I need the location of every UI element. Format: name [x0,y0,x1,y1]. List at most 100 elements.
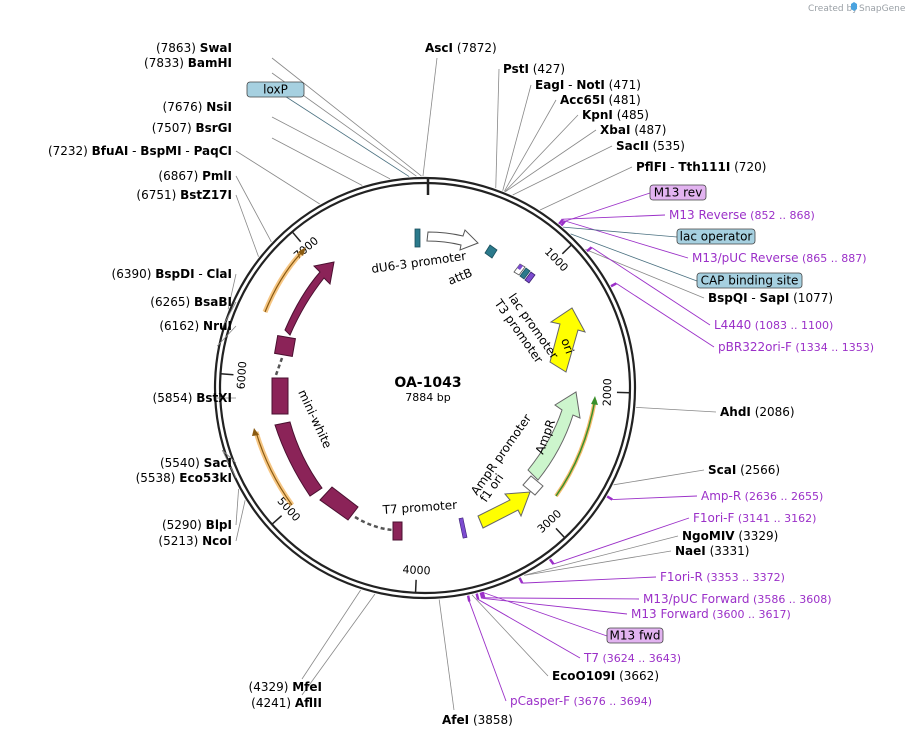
site-separator: - [128,144,140,158]
feature-box-m13-fwd[interactable]: M13 fwd [481,591,664,644]
site-position: (720) [730,160,766,174]
watermark-prefix: Created by [808,4,858,14]
feature-box-cap-binding-site[interactable]: CAP binding site [570,233,803,289]
primer-m13-puc-reverse[interactable]: M13/pUC Reverse (865 .. 887) [692,251,867,265]
site-leader [503,99,557,192]
site-afei[interactable]: AfeI (3858) [442,713,513,727]
svg-text:(7833) BamHI: (7833) BamHI [144,56,232,70]
site-ngomiv[interactable]: NgoMIV (3329) [682,529,778,543]
site-xbai[interactable]: XbaI (487) [600,123,667,137]
site-sacii[interactable]: SacII (535) [616,139,685,153]
site-position: (2566) [736,463,780,477]
primer-f1ori-f[interactable]: F1ori-F (3141 .. 3162) [693,511,816,525]
primer-pcasper-f[interactable]: pCasper-F (3676 .. 3694) [510,694,652,708]
feature-box-lac-operator[interactable]: lac operator [563,226,756,245]
site-ahdi[interactable]: AhdI (2086) [720,405,795,419]
site-name: Tth111I [678,160,730,174]
svg-text:KpnI (485): KpnI (485) [582,108,649,122]
primer-leader [482,597,628,615]
site-blpi[interactable]: (5290) BlpI [162,518,232,532]
primer-l4440[interactable]: L4440 (1083 .. 1100) [714,318,833,332]
svg-text:PstI (427): PstI (427) [503,62,565,76]
site-scai[interactable]: ScaI (2566) [708,463,780,477]
primer-f1ori-r[interactable]: F1ori-R (3353 .. 3372) [660,570,785,584]
primer-name: T7 [583,651,599,665]
site-name: EagI [535,78,564,92]
tick-label: 6000 [234,361,249,390]
site-position: (427) [529,62,565,76]
site-kpni[interactable]: KpnI (485) [582,108,649,122]
primer-leader [522,576,657,584]
site-ecoo109i[interactable]: EcoO109I (3662) [552,669,659,683]
primer-mark [479,592,484,599]
site-ncoi[interactable]: (5213) NcoI [158,534,232,548]
svg-text:SacII (535): SacII (535) [616,139,685,153]
site-acc65i[interactable]: Acc65I (481) [560,93,641,107]
primer-name: M13 Reverse [669,208,747,222]
t7-promoter-block [458,517,468,539]
primer-name: M13/pUC Forward [643,592,750,606]
svg-text:(7863) SwaI: (7863) SwaI [156,41,232,55]
site-nsii[interactable]: (7676) NsiI [163,100,232,114]
primer-m13-forward[interactable]: M13 Forward (3600 .. 3617) [631,607,791,621]
site-pmli[interactable]: (6867) PmlI [158,169,232,183]
site-position: (7232) [48,144,92,158]
primer-m13-puc-forward[interactable]: M13/pUC Forward (3586 .. 3608) [643,592,832,606]
site-name: PflFI [636,160,666,174]
site-mfei[interactable]: (4329) MfeI [249,680,322,694]
site-name: KpnI [582,108,613,122]
primer-t7[interactable]: T7 (3624 .. 3643) [583,651,681,665]
f1-ori-arrow [477,491,531,529]
site-nrui[interactable]: (6162) NruI [159,319,232,333]
site-saci[interactable]: (5540) SacI [160,456,232,470]
site-leader [524,550,672,576]
site-bamhi[interactable]: (7833) BamHI [144,56,232,70]
primer-pbr322ori-f[interactable]: pBR322ori-F (1334 .. 1353) [718,340,874,354]
primer-amp-r[interactable]: Amp-R (2636 .. 2655) [701,489,823,503]
site-name: NruI [203,319,232,333]
site-asci[interactable]: AscI (7872) [425,41,497,55]
site-bsrgi[interactable]: (7507) BsrGI [152,121,232,135]
feature-box-label: lac operator [680,230,753,244]
primer-labels: M13 Reverse (852 .. 868) M13/pUC Reverse … [510,208,874,708]
site-name: AflII [295,696,322,710]
primer-name: F1ori-R [660,570,703,584]
mini-white-exon-6 [392,521,403,541]
feature-box-m13-rev[interactable]: M13 rev [558,184,707,224]
feature-box-loxp[interactable]: loxP [246,81,410,177]
site-bstz17i[interactable]: (6751) BstZ17I [136,188,232,202]
site-pflfi-tth111i[interactable]: PflFI - Tth111I (720) [636,160,766,174]
site-separator: - [748,291,760,305]
svg-text:AfeI (3858): AfeI (3858) [442,713,513,727]
site-naei[interactable]: NaeI (3331) [675,544,749,558]
site-bspdi-clai[interactable]: (6390) BspDI - ClaI [112,267,232,281]
site-leader [271,116,391,180]
primer-range: (3353 .. 3372) [703,571,785,584]
mini-white-exon-1 [284,261,335,336]
restriction-site-labels: (7863) SwaI(7833) BamHI (7676) NsiI (7507)… [48,41,833,727]
primer-range: (865 .. 887) [799,252,867,265]
primer-m13-reverse[interactable]: M13 Reverse (852 .. 868) [669,208,815,222]
site-position: (7507) [152,121,196,135]
primer-mark [481,591,486,599]
primer-leader [564,220,689,259]
site-name: NaeI [675,544,706,558]
site-leader [636,407,717,413]
site-bspqi-sapi[interactable]: BspQI - SapI (1077) [708,291,833,305]
site-eagi-noti[interactable]: EagI - NotI (471) [535,78,641,92]
svg-text:(4241) AflII: (4241) AflII [251,696,322,710]
site-aflii[interactable]: (4241) AflII [251,696,322,710]
site-name: NcoI [202,534,232,548]
site-leader [512,145,613,196]
site-position: (3662) [615,669,659,683]
site-swai[interactable]: (7863) SwaI [156,41,232,55]
site-bsabi[interactable]: (6265) BsaBI [150,295,232,309]
site-eco53ki[interactable]: (5538) Eco53kI [136,471,232,485]
site-bfuai-bspmi-paqci[interactable]: (7232) BfuAI - BspMI - PaqCI [48,144,232,158]
svg-text:NaeI (3331): NaeI (3331) [675,544,749,558]
site-bstxi[interactable]: (5854) BstXI [153,391,232,405]
svg-text:ScaI (2566): ScaI (2566) [708,463,780,477]
site-psti[interactable]: PstI (427) [503,62,565,76]
